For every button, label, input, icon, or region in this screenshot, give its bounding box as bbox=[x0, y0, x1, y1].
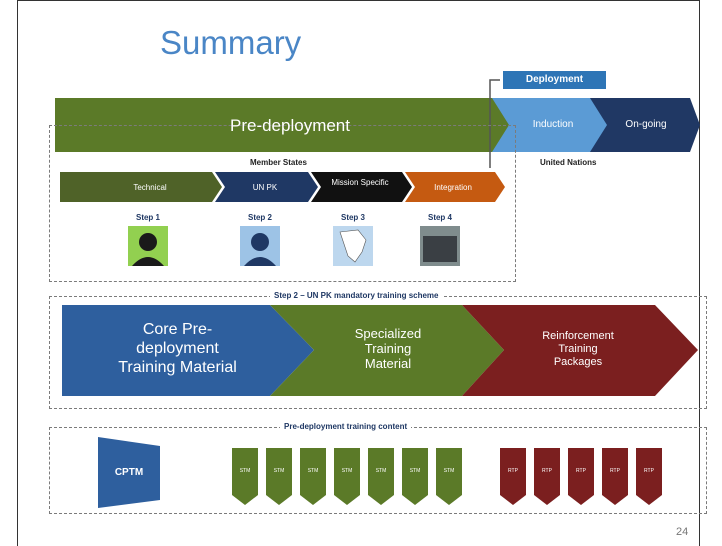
stm-module bbox=[266, 448, 292, 505]
step-arrow-integration bbox=[405, 172, 505, 202]
rtp-module bbox=[500, 448, 526, 505]
rtp-module-label: RTP bbox=[508, 468, 519, 474]
stm-module bbox=[436, 448, 462, 505]
slide-top-border bbox=[17, 0, 700, 1]
rtp-module bbox=[568, 448, 594, 505]
cptm-shape bbox=[98, 437, 160, 508]
deployment-bracket bbox=[489, 79, 500, 168]
pre-deployment-region bbox=[49, 125, 516, 282]
step-arrow-label: Integration bbox=[434, 183, 472, 192]
rtp-module-label: RTP bbox=[542, 468, 553, 474]
core-ptm-arrow bbox=[62, 305, 314, 396]
specialized-tm-arrow bbox=[270, 305, 504, 396]
deployment-label: Deployment bbox=[525, 74, 584, 85]
stm-module bbox=[334, 448, 360, 505]
rtp-module bbox=[636, 448, 662, 505]
stm-module-label: STM bbox=[308, 468, 319, 474]
stm-module bbox=[232, 448, 258, 505]
stm-module bbox=[402, 448, 428, 505]
stm-module bbox=[368, 448, 394, 505]
step-arrow-label: Technical bbox=[133, 183, 167, 192]
rtp-module-label: RTP bbox=[576, 468, 587, 474]
step-arrow-mission bbox=[311, 172, 412, 202]
induction-label: Induction bbox=[532, 119, 574, 130]
slide-frame bbox=[17, 0, 700, 546]
deployment-label-box bbox=[503, 71, 606, 89]
on-going-label: On-going bbox=[625, 119, 667, 130]
stm-module bbox=[300, 448, 326, 505]
on-going-arrow bbox=[590, 98, 700, 152]
rtp-module-label: RTP bbox=[644, 468, 655, 474]
step-label: Step 1 bbox=[135, 213, 160, 222]
pre-deployment-label: Pre-deployment bbox=[229, 116, 350, 135]
page-number: 24 bbox=[676, 526, 689, 538]
step-arrow-unpk bbox=[215, 172, 318, 202]
step-arrow-label: UN PK bbox=[252, 183, 278, 192]
stm-module-label: STM bbox=[274, 468, 285, 474]
content-caption: Pre-deployment training content bbox=[280, 422, 412, 431]
united-nations-label: United Nations bbox=[540, 158, 597, 167]
rtp-module-label: RTP bbox=[610, 468, 621, 474]
step-arrow-label: Mission Specific bbox=[331, 178, 389, 187]
step-arrow-technical bbox=[60, 172, 222, 202]
core-ptm-label: Core Pre- deployment Training Material bbox=[118, 321, 237, 376]
induction-arrow bbox=[492, 98, 612, 152]
member-states-label: Member States bbox=[250, 158, 307, 167]
specialized-tm-label: Specialized Training Material bbox=[354, 326, 422, 371]
step-label: Step 3 bbox=[340, 213, 365, 222]
reinforcement-tp-arrow bbox=[462, 305, 698, 396]
slide-title: Summary bbox=[160, 24, 302, 61]
stm-module-label: STM bbox=[342, 468, 353, 474]
stm-module-label: STM bbox=[376, 468, 387, 474]
scheme-caption: Step 2 – UN PK mandatory training scheme bbox=[270, 291, 443, 300]
rtp-module bbox=[602, 448, 628, 505]
reinforcement-tp-label: Reinforcement Training Packages bbox=[542, 330, 614, 368]
rtp-module bbox=[534, 448, 560, 505]
cptm-label: CPTM bbox=[114, 467, 144, 478]
stm-module-label: STM bbox=[240, 468, 251, 474]
stm-module-label: STM bbox=[444, 468, 455, 474]
step-label: Step 4 bbox=[427, 213, 452, 222]
step-label: Step 2 bbox=[247, 213, 272, 222]
stm-module-label: STM bbox=[410, 468, 421, 474]
